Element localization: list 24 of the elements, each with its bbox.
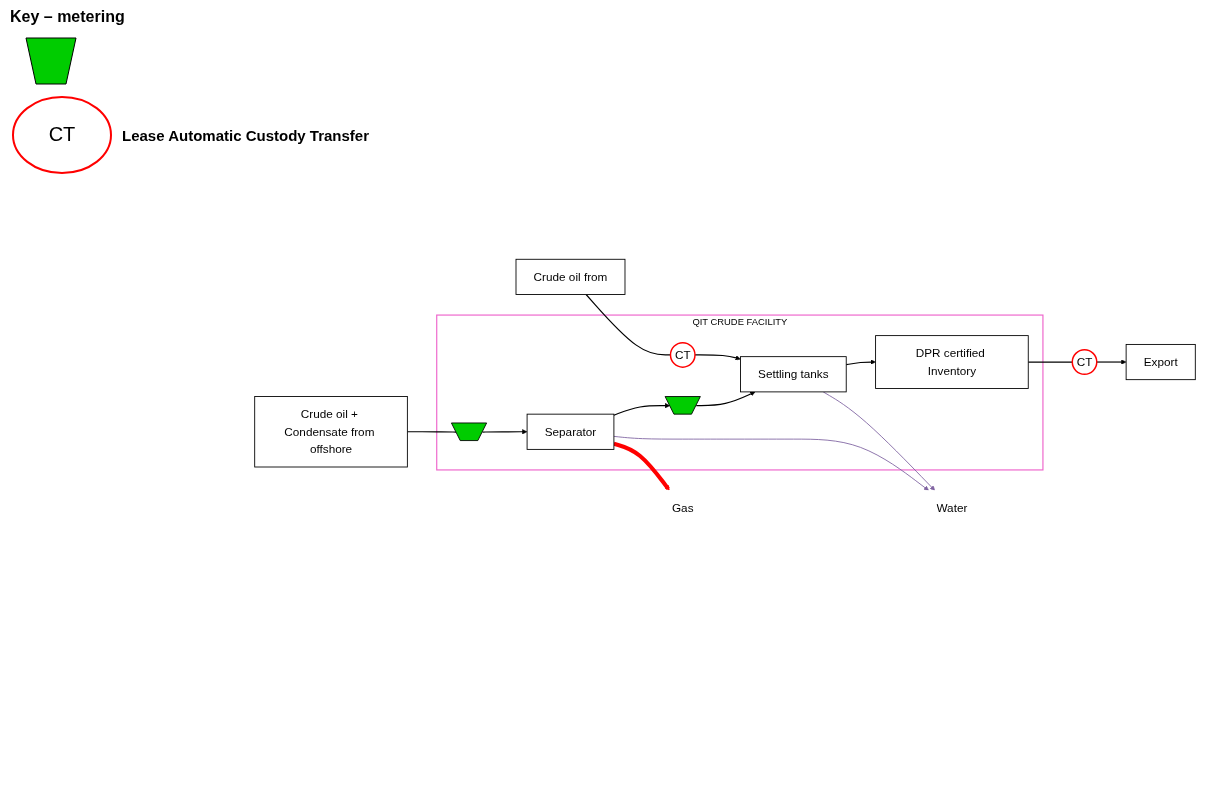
- node-box: Crude oil + Condensate from offshore: [254, 396, 408, 468]
- arrow: [845, 359, 876, 366]
- arrow: [694, 354, 741, 361]
- node-box: Settling tanks: [740, 356, 847, 393]
- node-box: Crude oil from: [515, 258, 626, 295]
- arrow: [695, 391, 756, 407]
- arrow: [1096, 359, 1127, 365]
- custody-transfer-symbol: CT: [10, 93, 114, 177]
- node-text: Gas: [671, 501, 694, 515]
- node-circle: CT: [669, 341, 696, 368]
- node-box: Separator: [526, 413, 615, 450]
- arrow: [613, 403, 671, 416]
- node-text: Water: [936, 501, 968, 515]
- node-circle: CT: [1071, 349, 1098, 375]
- connector: [406, 431, 457, 433]
- arrow: [481, 429, 528, 435]
- node-box: Export: [1125, 344, 1196, 381]
- node-box: DPR certified Inventory: [875, 335, 1029, 389]
- legend-heading: Key – metering: [10, 8, 126, 26]
- legend-text: Lease Automatic Custody Transfer: [122, 126, 369, 144]
- node-trapezoid: [664, 396, 701, 415]
- node-trapezoid: [450, 422, 488, 441]
- arrow: [613, 441, 670, 491]
- connector: [1027, 361, 1073, 363]
